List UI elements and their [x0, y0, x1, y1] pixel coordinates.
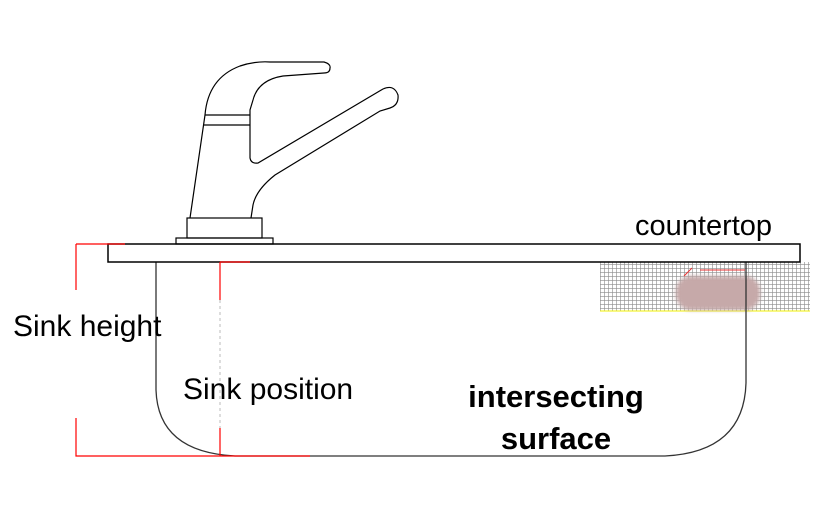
sink-position-label: Sink position — [183, 373, 354, 406]
countertop — [107, 243, 801, 263]
intersecting-surface-label: intersecting surface — [440, 376, 672, 460]
intersecting-line1: intersecting — [468, 379, 644, 414]
sink-basin — [155, 262, 747, 457]
dimension-lines — [75, 243, 310, 457]
countertop-label: countertop — [635, 210, 773, 242]
intersecting-line2: surface — [500, 421, 612, 456]
blurred-patch — [676, 276, 760, 310]
faucet — [175, 61, 399, 245]
sink-height-label: Sink height — [13, 310, 162, 343]
